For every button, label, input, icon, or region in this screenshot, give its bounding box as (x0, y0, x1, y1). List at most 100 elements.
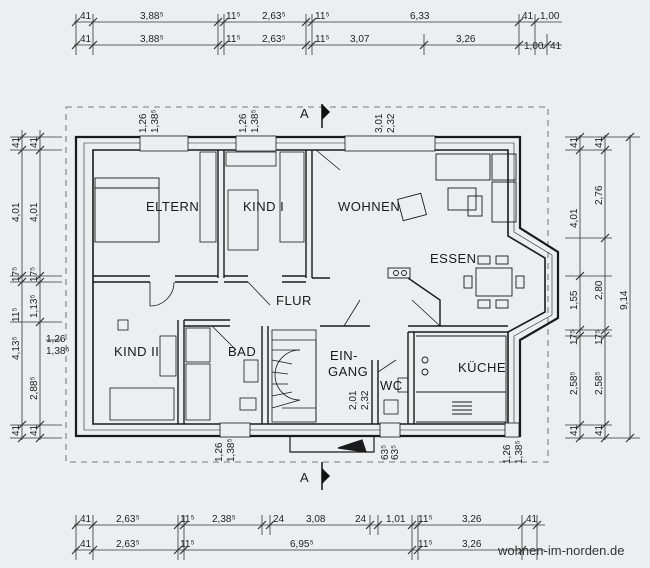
top-dim-ticks (71, 17, 552, 50)
dim-top2-a: 41 (80, 34, 92, 45)
dim-top1-f: 6,33 (410, 11, 430, 22)
dim-left2-a: 41 (29, 136, 40, 148)
dim-top2-e: 11⁵ (315, 34, 330, 45)
dim-bot2-e: 11⁵ (418, 539, 433, 550)
room-label-essen: ESSEN (430, 251, 477, 266)
dim-left1-b: 4,01 (11, 202, 22, 222)
dim-top2-i: 41 (550, 41, 562, 52)
dim-bot1-e: 24 (273, 514, 285, 525)
roof-outline (65, 106, 549, 463)
interior-walls (93, 150, 508, 424)
dim-top2-d: 2,63⁵ (262, 34, 286, 45)
room-label-eltern: ELTERN (146, 199, 199, 214)
section-marker-top (321, 104, 330, 128)
dim-bot2-a: 41 (80, 539, 92, 550)
dim-left2-f: 1,38⁵ (46, 346, 70, 357)
win-dim-entry-2: 63⁵ (390, 445, 401, 460)
dim-right2-d: 17⁵ (594, 330, 605, 345)
room-label-wohnen: WOHNEN (338, 199, 400, 214)
dim-right1-f: 41 (569, 424, 580, 436)
dim-bot1-a: 41 (80, 514, 92, 525)
dim-bot1-d: 2,38⁵ (212, 514, 236, 525)
dim-left1-f: 2,88⁵ (29, 376, 40, 400)
win-dim-kind1-2: 1,38⁵ (250, 109, 261, 133)
dim-bot1-i: 11⁵ (418, 514, 433, 525)
window-dims-top: 1,26 1,38⁵ 1,26 1,38⁵ 3,01 2,32 (138, 109, 397, 133)
room-label-eingang-2: GANG (328, 364, 368, 379)
bath-fixtures (239, 359, 259, 411)
dim-left1-d: 11⁵ (11, 307, 22, 322)
win-dim-wohnen-1: 3,01 (374, 113, 385, 133)
dim-top2-f: 3,07 (350, 34, 370, 45)
dim-left1-g: 41 (11, 424, 22, 436)
win-dim-wohnen-2: 2,32 (386, 113, 397, 133)
entrance-steps (289, 436, 375, 453)
dim-left2-b: 4,01 (29, 202, 40, 222)
dining-table (463, 255, 525, 309)
dim-right2-e: 2,58⁵ (594, 371, 605, 395)
bottom-dim-ticks (71, 520, 542, 555)
win-dim-kind1-1: 1,26 (238, 113, 249, 133)
room-label-flur: FLUR (276, 293, 312, 308)
dim-right1-b: 4,01 (569, 208, 580, 228)
win-dim-eltern-1: 1,26 (138, 113, 149, 133)
section-label-bottom: A (300, 470, 309, 485)
dim-right1-d: 17⁵ (569, 330, 580, 345)
dim-top1-a: 41 (80, 11, 92, 22)
double-bed (94, 177, 160, 243)
left-dimension-lines (10, 130, 62, 440)
dim-bot1-h: 1,01 (386, 514, 406, 525)
dim-bot1-j: 3,26 (462, 514, 482, 525)
staircase (271, 329, 317, 423)
win-dim-entry-1: 63⁵ (380, 445, 391, 460)
section-marker-bottom (321, 462, 330, 490)
room-label-bad: BAD (228, 344, 256, 359)
win-dim-bad-1: 1,26 (214, 442, 225, 462)
dim-right2-b: 2,76 (594, 185, 605, 205)
dim-bot1-b: 2,63⁵ (116, 514, 140, 525)
win-dim-bad-2: 1,38⁵ (226, 438, 237, 462)
dim-top2-g: 3,26 (456, 34, 476, 45)
left-dim-ticks (17, 132, 45, 443)
dim-right1-e: 2,58⁵ (569, 371, 580, 395)
windows-top (139, 135, 436, 152)
top-dimension-lines (74, 14, 562, 55)
section-label-top: A (300, 106, 309, 121)
dim-top2-b: 3,88⁵ (140, 34, 164, 45)
room-label-kueche: KÜCHE (458, 360, 506, 375)
win-dim-kueche-2: 1,38⁵ (514, 440, 525, 464)
dim-top1-c: 11⁵ (226, 11, 241, 22)
dim-bot1-g: 24 (355, 514, 367, 525)
dim-right1-a: 41 (569, 136, 580, 148)
dim-top1-d: 2,63⁵ (262, 11, 286, 22)
win-dim-kueche-1: 1,26 (502, 444, 513, 464)
bed-kind2 (109, 319, 177, 421)
door-dim-2: 2,32 (360, 390, 371, 410)
dim-top2-c: 11⁵ (226, 34, 241, 45)
dim-left2-e: 1,26 (46, 334, 66, 345)
dim-left2-g: 41 (29, 424, 40, 436)
wc-fixtures (383, 377, 409, 415)
windows-bottom (219, 422, 520, 438)
win-dim-eltern-2: 1,38⁵ (150, 109, 161, 133)
dim-left2-c: 17⁵ (29, 267, 40, 282)
dim-top1-e: 11⁵ (315, 11, 330, 22)
dim-left1-a: 41 (11, 136, 22, 148)
dim-right2-a: 41 (594, 136, 605, 148)
closets (185, 151, 305, 421)
dim-top1-b: 3,88⁵ (140, 11, 164, 22)
window-dims-bottom: 1,26 1,38⁵ 63⁵ 63⁵ 1,26 1,38⁵ (214, 438, 525, 464)
door-dim-1: 2,01 (348, 390, 359, 410)
living-furniture (387, 153, 517, 279)
dim-bot1-f: 3,08 (306, 514, 326, 525)
door-swings (149, 149, 441, 373)
dim-bot1-c: 11⁵ (180, 514, 195, 525)
dim-right2-c: 2,80 (594, 280, 605, 300)
dim-bot2-d: 6,95⁵ (290, 539, 314, 550)
kitchen-counter (416, 335, 507, 423)
dim-right2-f: 41 (594, 424, 605, 436)
dim-top1-h: 1,00 (540, 11, 560, 22)
